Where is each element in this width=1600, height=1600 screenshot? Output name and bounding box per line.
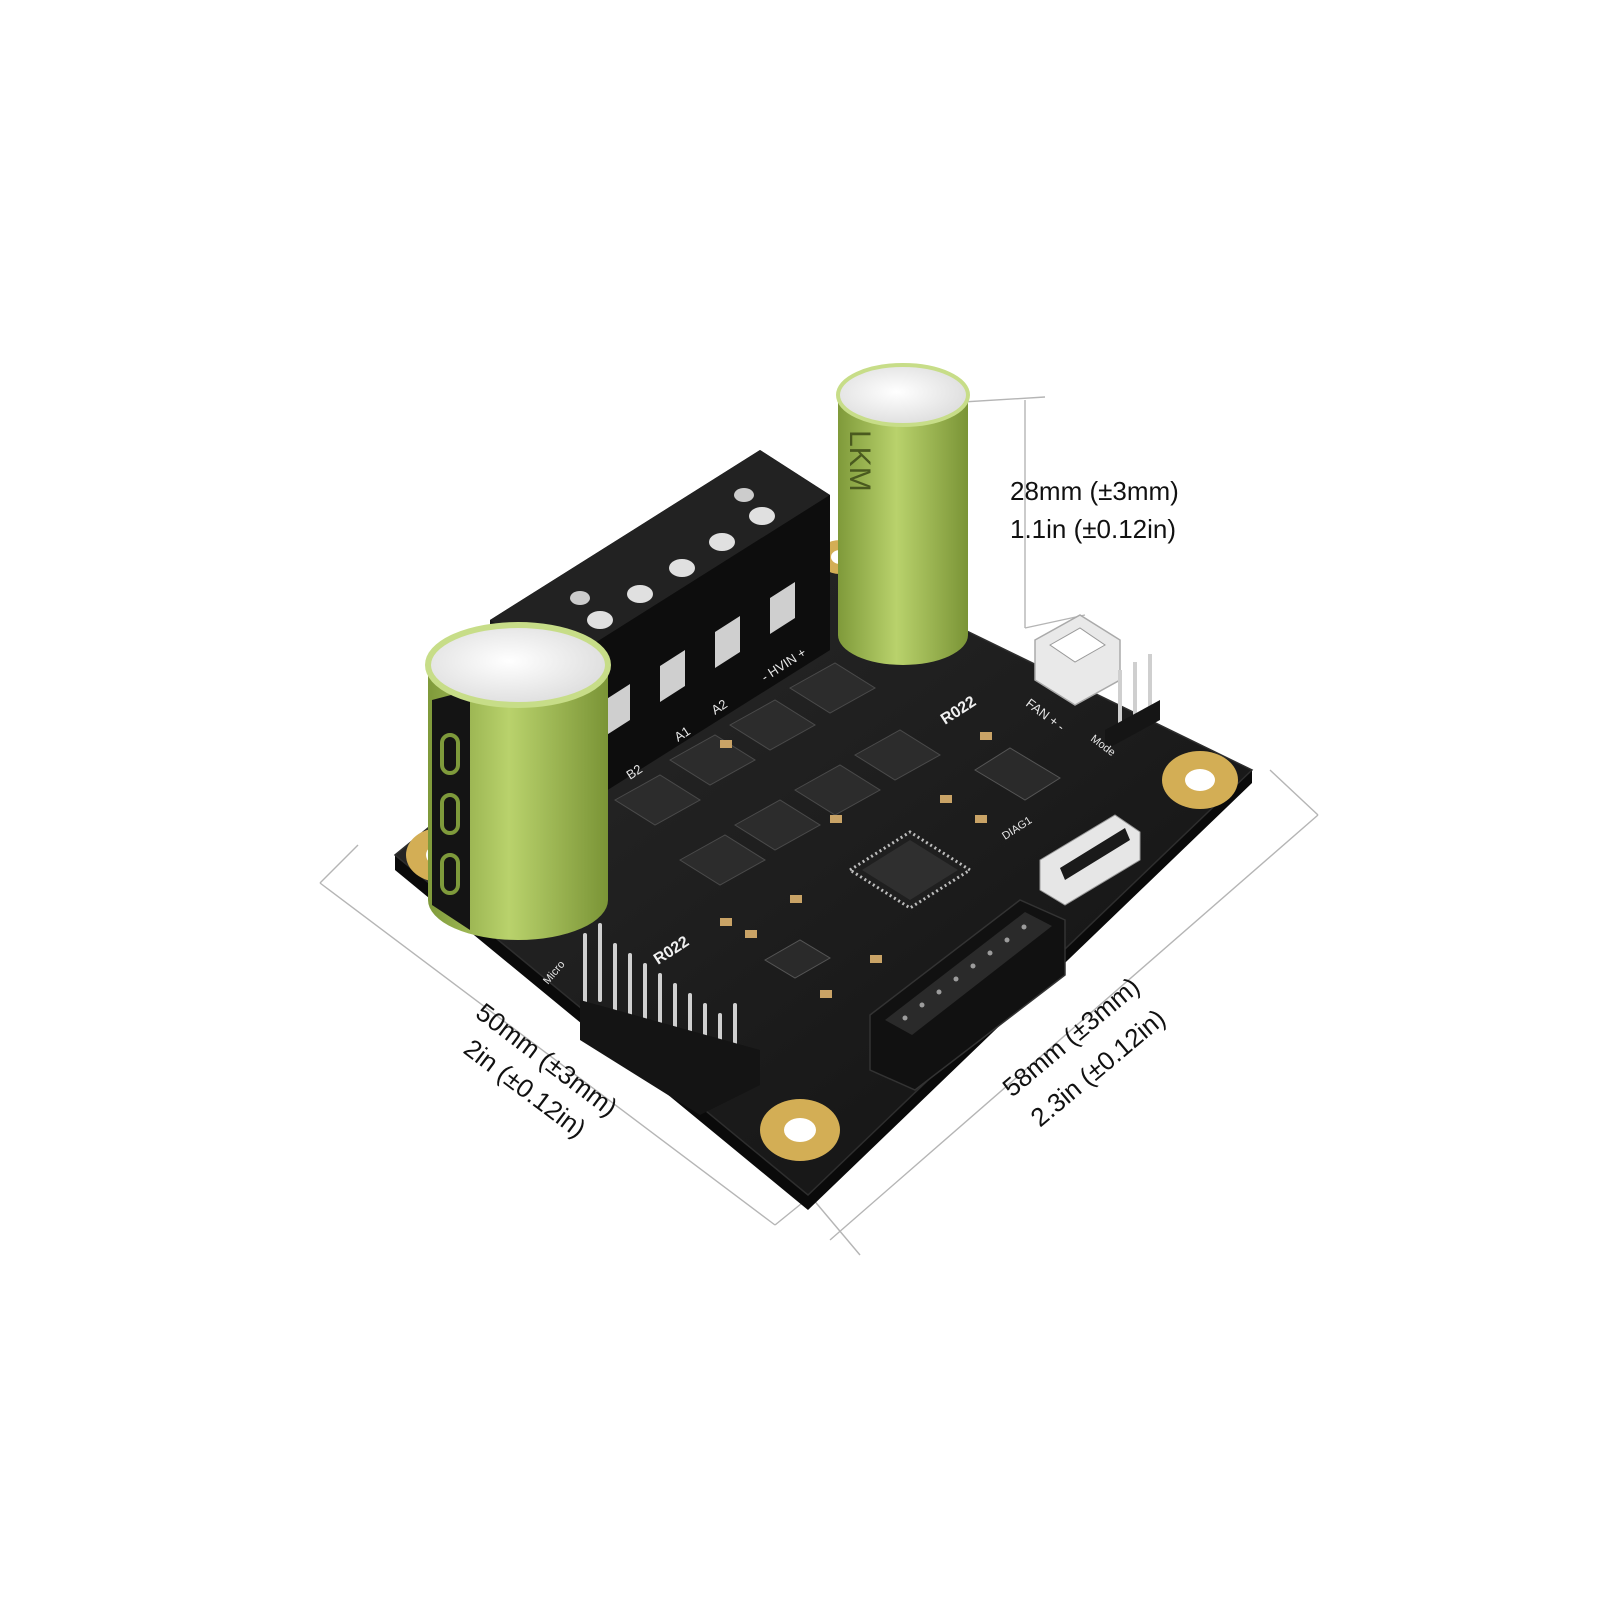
pin-header-mode — [1105, 654, 1160, 750]
capacitor-right: LKM — [836, 363, 970, 665]
mounting-hole-right — [1162, 751, 1238, 809]
mounting-hole-bottom — [760, 1099, 840, 1161]
label-b2: B2 — [623, 761, 645, 782]
height-mm-label: 28mm (±3mm) — [1010, 476, 1179, 506]
terminal-openings — [605, 582, 795, 736]
height-in-label: 1.1in (±0.12in) — [1010, 514, 1176, 544]
components — [614, 662, 1061, 998]
capacitor-left — [425, 622, 611, 940]
label-a1: A1 — [671, 723, 693, 744]
terminal-screws — [570, 488, 775, 629]
dimension-lines — [319, 396, 1319, 1256]
pin-header-microstep — [580, 923, 760, 1115]
fpc-connector — [1039, 814, 1141, 906]
capacitor-right-text: LKM — [843, 430, 876, 492]
label-a2: A2 — [708, 696, 730, 717]
idc-connector — [869, 899, 1066, 1091]
mcu-chip — [847, 830, 973, 910]
